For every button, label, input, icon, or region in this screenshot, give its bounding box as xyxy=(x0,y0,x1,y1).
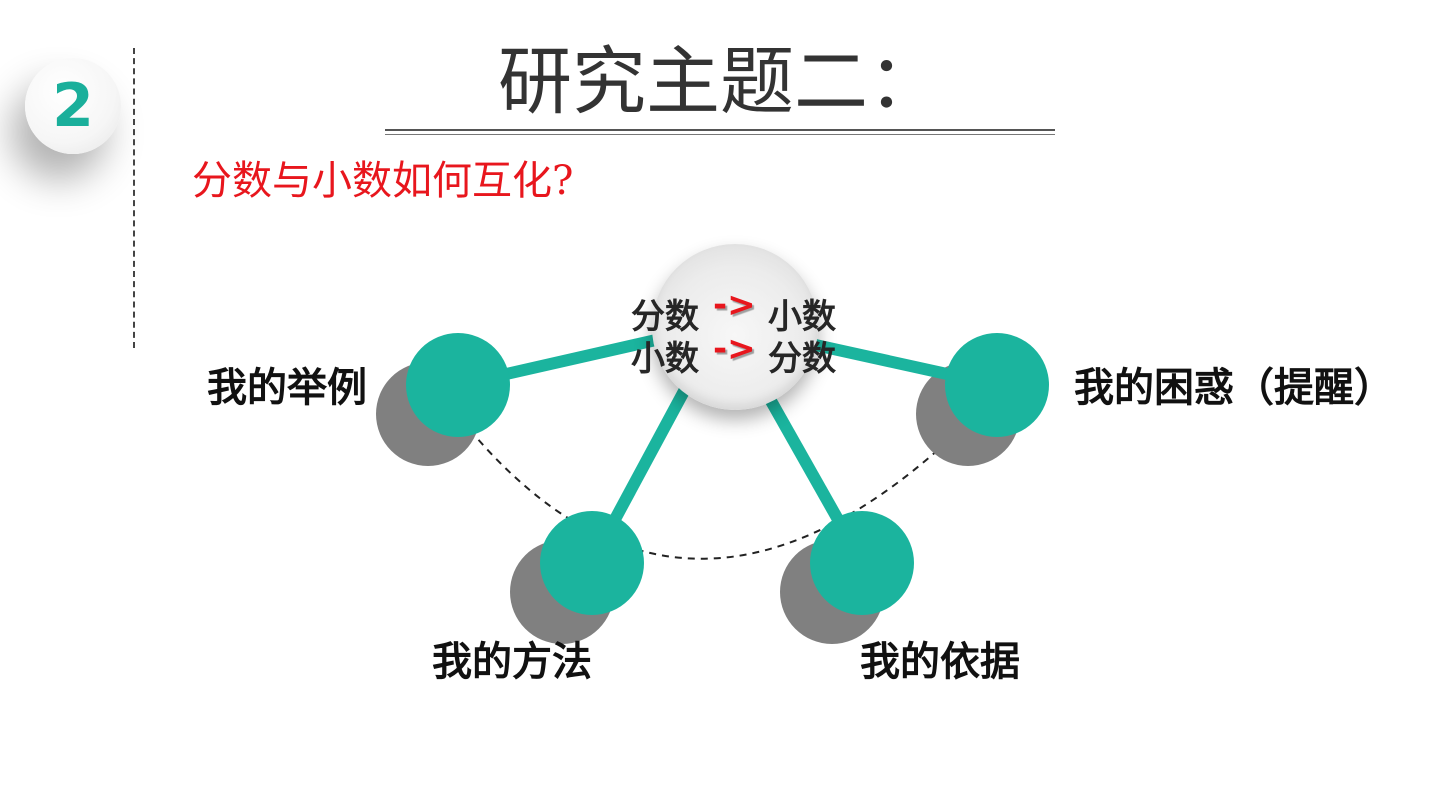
node-example xyxy=(406,333,510,437)
hub-row1-left: 分数 xyxy=(631,297,699,337)
vertical-dashed-divider xyxy=(133,48,135,348)
node-confusion xyxy=(945,333,1049,437)
hub-row2-right: 分数 xyxy=(768,339,836,379)
section-number-badge: 2 xyxy=(25,58,121,154)
label-basis: 我的依据 xyxy=(860,639,1020,685)
label-example: 我的举例 xyxy=(207,365,367,411)
hub-row2-left: 小数 xyxy=(631,339,699,379)
slide-title: 研究主题二： xyxy=(498,39,942,125)
label-method: 我的方法 xyxy=(432,639,592,685)
section-number: 2 xyxy=(52,71,94,141)
hub-row2-arrow: -> xyxy=(713,329,756,369)
hub-circle xyxy=(652,244,818,410)
label-confusion: 我的困惑（提醒） xyxy=(1074,365,1394,411)
node-method xyxy=(540,511,644,615)
node-basis xyxy=(810,511,914,615)
slide-subtitle: 分数与小数如何互化? xyxy=(192,158,574,204)
title-underline xyxy=(385,129,1055,131)
hub-row1-arrow: -> xyxy=(713,285,756,325)
dashed-arc xyxy=(469,424,966,560)
hub-row1-right: 小数 xyxy=(768,297,836,337)
title-underline-secondary xyxy=(385,134,1055,135)
